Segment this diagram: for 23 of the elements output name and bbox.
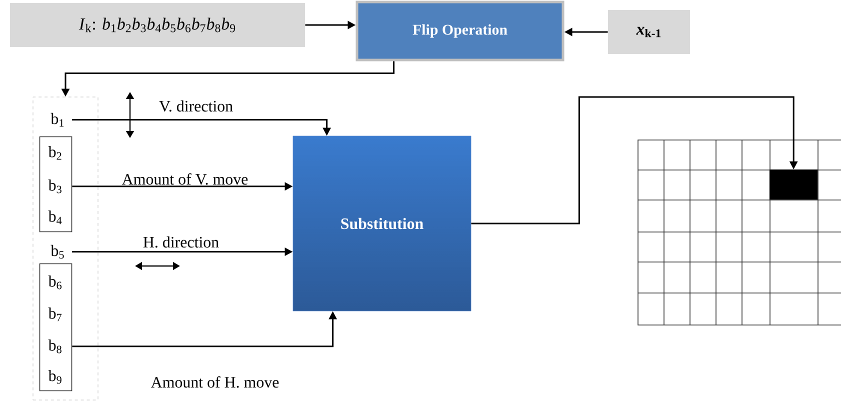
group-box: [39, 136, 72, 232]
bit-label: b$_{7}$: [48, 308, 62, 322]
input-box: I$_{k}$: b$_{1}$b$_{2}$b$_{3}$b$_{4}$b$_{5}$b$_{6}$b$_{7}$b$_{8}$b$_{9}$: [10, 3, 305, 47]
edge-label: Amount of H. move: [150, 376, 279, 388]
process-box: Flip Operation: [356, 0, 564, 62]
input-box: x$_{k-1}$: [608, 10, 690, 54]
bit-label: b$_{3}$: [48, 179, 62, 194]
bit-label: b$_{1}$: [50, 112, 64, 127]
edge-label: Amount of V. move: [122, 173, 248, 185]
edge-label: V. direction: [159, 100, 233, 112]
filled-cell: [769, 169, 818, 200]
bit-label: b$_{6}$: [48, 275, 62, 290]
group-box: [39, 263, 72, 392]
process-box: Substitution: [292, 136, 472, 312]
bit-label: b$_{2}$: [48, 146, 62, 160]
bit-label: b$_{8}$: [48, 339, 62, 354]
bit-label: b$_{4}$: [48, 210, 62, 224]
grid-drawing: [638, 140, 841, 326]
group-box: [32, 96, 98, 400]
edge-label: H. direction: [143, 236, 219, 248]
bit-label: b$_{5}$: [50, 244, 64, 259]
bit-label: b$_{9}$: [48, 370, 62, 384]
arrow: [471, 96, 798, 224]
